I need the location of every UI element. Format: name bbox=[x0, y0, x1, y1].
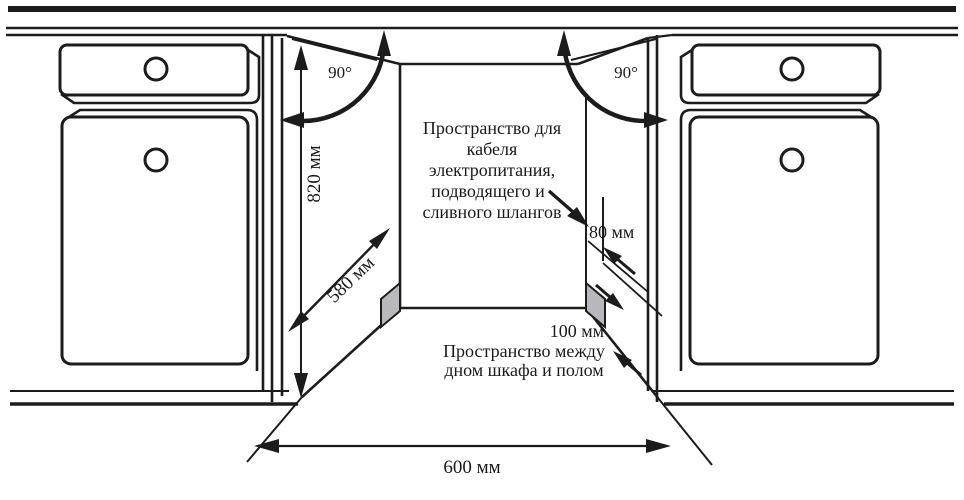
left-angle-label: 90° bbox=[328, 63, 352, 82]
right-drawer-knob bbox=[779, 56, 805, 82]
left-drawer-front bbox=[58, 43, 250, 97]
niche-top-right-diagonal bbox=[577, 36, 649, 66]
cable-space-line-5: сливного шлангов bbox=[422, 202, 561, 222]
right-swing-arc bbox=[561, 43, 646, 124]
countertop bbox=[6, 6, 958, 37]
dim-100-arrowhead bbox=[613, 351, 632, 368]
right-cabinet-drawer bbox=[679, 43, 882, 105]
floor-space-line-2: дном шкафа и полом bbox=[444, 360, 603, 380]
right-cabinet bbox=[655, 35, 882, 402]
right-swing-arrow-up bbox=[557, 30, 571, 56]
niche-floor-shade-right bbox=[585, 280, 606, 330]
right-angle-label: 90° bbox=[614, 63, 638, 82]
right-door-front bbox=[688, 115, 880, 366]
cable-space-line-3: электропитания, bbox=[429, 160, 555, 180]
door-swing-left: 90° bbox=[280, 30, 391, 128]
left-door-bevel bbox=[68, 108, 259, 371]
cable-space-line-4: подводящего и bbox=[431, 181, 545, 201]
left-cabinet-drawer bbox=[58, 43, 261, 105]
door-swing-right: 90° bbox=[557, 30, 668, 128]
right-swing-radius-line bbox=[570, 38, 657, 61]
extension-line-left bbox=[246, 396, 303, 463]
left-drawer-bevel bbox=[60, 48, 261, 105]
dim-80-arrowhead bbox=[603, 247, 622, 264]
dim-600-label: 600 мм bbox=[443, 457, 500, 478]
right-door-bevel bbox=[679, 108, 872, 371]
floor-space-line-1: Пространство между bbox=[443, 341, 605, 361]
rear-gap-diagonal-2 bbox=[602, 262, 663, 317]
right-swing-arrow-side bbox=[644, 112, 668, 128]
floor bbox=[10, 390, 954, 406]
cable-space-pointer-arrowhead bbox=[567, 207, 589, 227]
dim-580-arrow-lower bbox=[288, 311, 309, 332]
dim-580-label: 580 мм bbox=[323, 252, 379, 307]
extension-line-right bbox=[657, 397, 713, 466]
left-door-front bbox=[60, 115, 250, 366]
dim-820-arrow-bottom bbox=[294, 373, 308, 398]
cable-space-line-1: Пространство для bbox=[423, 118, 561, 138]
niche-opening bbox=[246, 33, 713, 466]
dim-820-label: 820 мм bbox=[304, 145, 325, 202]
right-drawer-front bbox=[690, 43, 882, 97]
dim-80-label: 80 мм bbox=[589, 222, 634, 242]
left-swing-arc bbox=[302, 43, 387, 124]
niche-right-corner-bevel bbox=[647, 33, 673, 40]
dim-820-arrow-top bbox=[294, 45, 308, 70]
left-swing-radius-line bbox=[291, 38, 378, 61]
niche-floor-shade-left bbox=[380, 280, 401, 330]
niche-floor-right-diagonal bbox=[584, 307, 660, 399]
left-cabinet-door bbox=[60, 108, 259, 371]
left-swing-arrow-side bbox=[280, 112, 304, 128]
dim-600-arrow-left bbox=[254, 439, 279, 453]
dim-600-arrow-right bbox=[646, 439, 671, 453]
left-door-knob bbox=[143, 147, 169, 173]
cable-space-line-2: кабеля bbox=[467, 139, 518, 159]
rear-gap-diagonal-1 bbox=[587, 240, 649, 293]
dimension-580: 580 мм bbox=[288, 228, 390, 332]
left-swing-arrow-up bbox=[377, 30, 391, 56]
dim-100-label: 100 мм bbox=[550, 321, 604, 341]
left-drawer-knob bbox=[143, 56, 169, 82]
cable-space-annotation: Пространство для кабеля электропитания, … bbox=[422, 118, 589, 227]
dim-580-arrow-upper bbox=[369, 228, 390, 249]
right-door-knob bbox=[779, 147, 805, 173]
gap-arrowhead-middle bbox=[605, 293, 624, 310]
dimension-80: 80 мм bbox=[589, 222, 636, 310]
right-drawer-bevel bbox=[679, 48, 880, 105]
dimension-600: 600 мм bbox=[254, 439, 671, 478]
left-cabinet bbox=[58, 35, 274, 402]
dimension-100: 100 мм Пространство между дном шкафа и п… bbox=[443, 321, 642, 380]
dim-580-line bbox=[291, 231, 387, 329]
dimension-820: 820 мм bbox=[294, 45, 325, 398]
right-cabinet-door bbox=[679, 108, 880, 371]
